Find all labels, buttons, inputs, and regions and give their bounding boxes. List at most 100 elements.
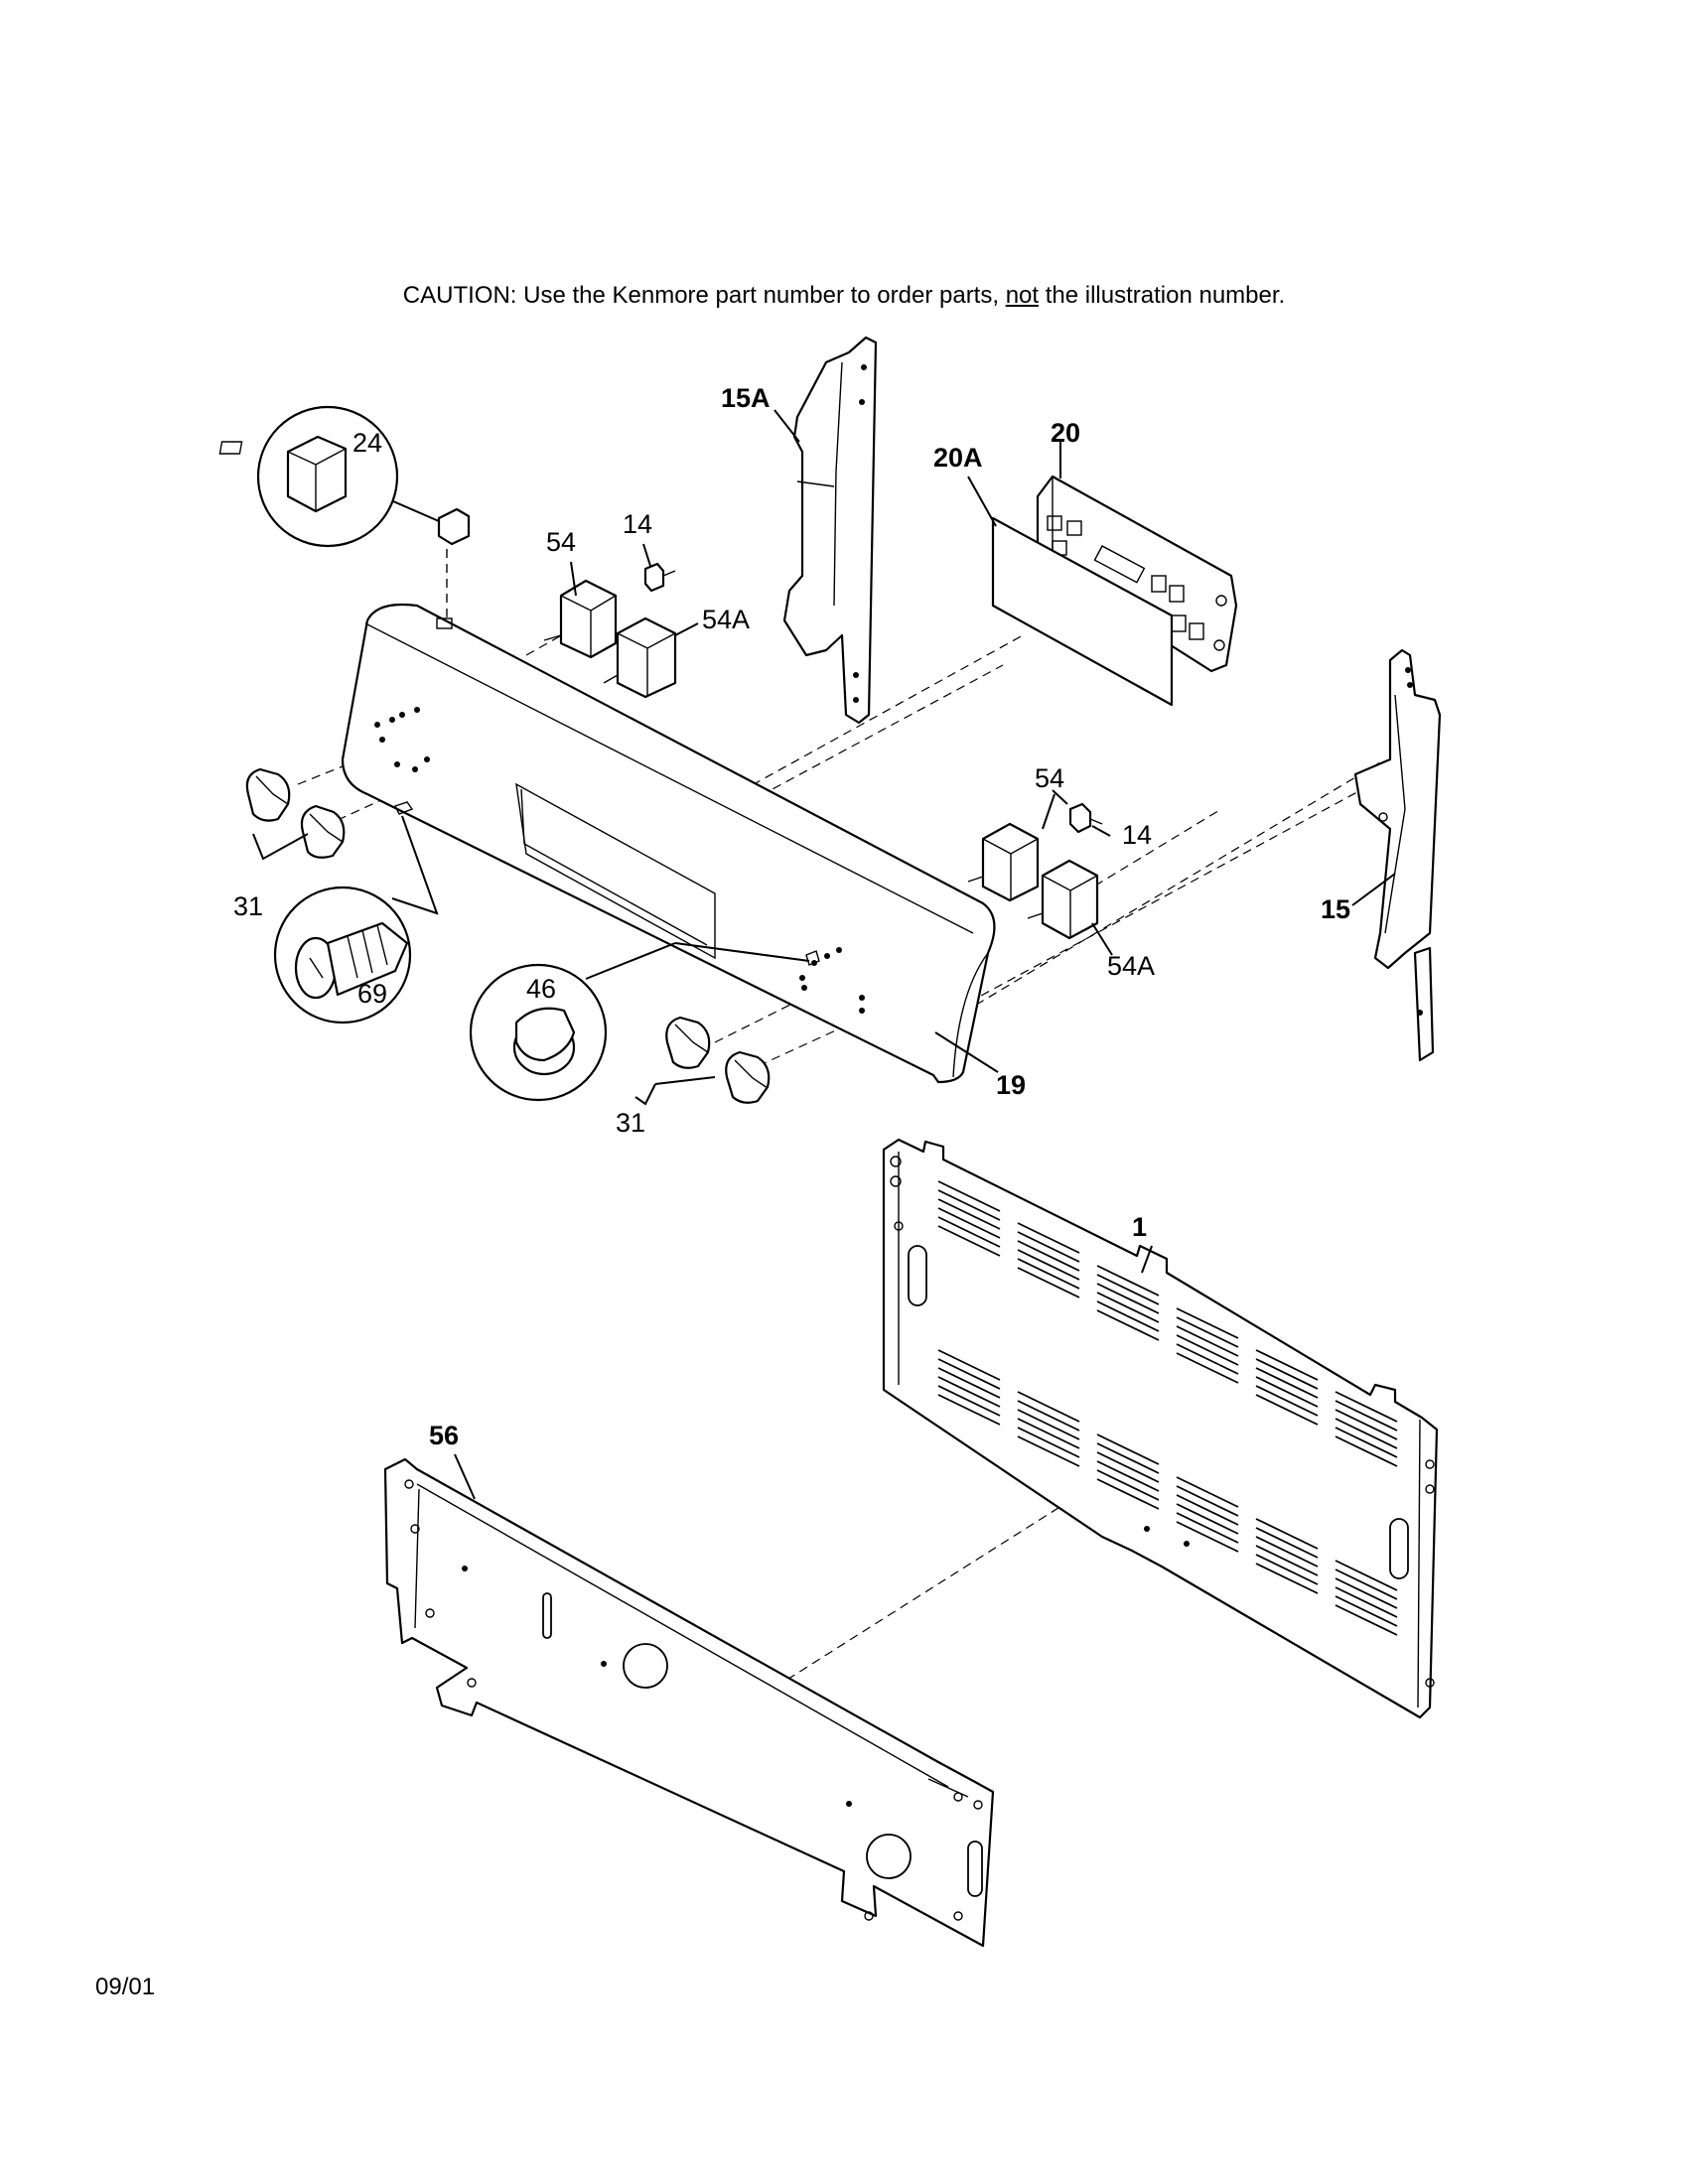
vent-slot: [1176, 1503, 1239, 1535]
vent-slot: [1096, 1300, 1160, 1332]
vent-slot: [937, 1207, 1001, 1239]
vent-slot: [1255, 1394, 1319, 1426]
knob-bottom-left: [665, 1016, 711, 1069]
vent-slot: [1176, 1485, 1239, 1517]
vent-slot: [1096, 1478, 1160, 1510]
vent-slot: [1176, 1521, 1239, 1553]
vent-slot: [937, 1358, 1001, 1390]
vent-slot: [1096, 1283, 1160, 1314]
vent-slot: [1255, 1349, 1319, 1381]
vent-slot: [1176, 1512, 1239, 1544]
callout-31-bottom: 31: [616, 1108, 645, 1138]
rear-vented-panel: [882, 1138, 1439, 1719]
vent-slot: [1335, 1409, 1398, 1440]
callout-54-top: 54: [546, 527, 576, 557]
vent-slot: [1335, 1577, 1398, 1609]
vent-slot: [937, 1180, 1001, 1212]
callout-15: 15: [1321, 894, 1350, 924]
vent-slot: [1335, 1569, 1398, 1600]
callout-15A: 15A: [721, 383, 771, 413]
overlay-film: [991, 516, 1174, 707]
vent-slot: [1017, 1391, 1080, 1423]
vent-slot: [1176, 1352, 1239, 1384]
vent-slot: [1255, 1385, 1319, 1417]
callout-leaders: [454, 409, 1396, 1500]
callout-20: 20: [1051, 418, 1080, 448]
vent-slot: [1176, 1494, 1239, 1526]
vent-slot: [1335, 1595, 1398, 1627]
vent-slot: [1176, 1325, 1239, 1357]
vent-slot: [1096, 1433, 1160, 1465]
vent-slot: [1096, 1292, 1160, 1323]
plug-button-detail-circle: [469, 942, 820, 1102]
vent-slot: [937, 1376, 1001, 1408]
date-code: 09/01: [95, 1974, 156, 2000]
callout-labels: 15A 24 20 20A 54 14 54A 31 69 46 54 14 5…: [233, 383, 1350, 1450]
vent-slot: [1096, 1265, 1160, 1297]
callout-69: 69: [357, 979, 387, 1009]
vent-slot: [1096, 1274, 1160, 1305]
vent-slot: [1255, 1527, 1319, 1559]
vent-slot: [1017, 1249, 1080, 1281]
side-trim-left: [782, 336, 878, 725]
vent-slot: [1255, 1545, 1319, 1576]
vent-slot: [1335, 1400, 1398, 1432]
vent-slot: [1017, 1267, 1080, 1298]
knob-left-upper: [245, 767, 291, 822]
vent-slot: [1096, 1451, 1160, 1483]
vent-slot: [1335, 1560, 1398, 1591]
caution-note: CAUTION: Use the Kenmore part number to …: [0, 282, 1688, 310]
caution-underlined: not: [1005, 282, 1040, 309]
lower-rear-panel: [383, 1457, 995, 1948]
vent-slot: [1176, 1334, 1239, 1366]
side-trim-right: [1353, 648, 1442, 1062]
knob-bottom-right: [725, 1050, 771, 1104]
vent-slot: [1335, 1435, 1398, 1467]
callout-54A-top: 54A: [702, 605, 750, 634]
caution-prefix: CAUTION: Use the Kenmore part number to …: [402, 282, 1006, 309]
vent-slot: [937, 1216, 1001, 1248]
callout-19: 19: [996, 1070, 1026, 1100]
vent-slot: [1176, 1476, 1239, 1508]
callout-46: 46: [526, 974, 556, 1004]
vent-slot: [1255, 1563, 1319, 1594]
vent-slot: [1176, 1316, 1239, 1348]
vent-slot: [937, 1349, 1001, 1381]
infinite-switch-top: [543, 562, 677, 699]
vent-slot: [1176, 1343, 1239, 1375]
vent-slot: [1017, 1258, 1080, 1290]
knob-left-lower: [300, 804, 346, 859]
vent-slot: [1017, 1427, 1080, 1458]
vent-slot: [1017, 1231, 1080, 1263]
vent-slot: [1335, 1391, 1398, 1423]
vent-slot: [937, 1385, 1001, 1417]
screw-detail-circle: [273, 801, 439, 1024]
vent-slot: [937, 1367, 1001, 1399]
vent-slot: [1255, 1518, 1319, 1550]
callout-20A: 20A: [933, 443, 983, 473]
vent-slot: [1017, 1400, 1080, 1432]
vent-slot: [1017, 1222, 1080, 1254]
electronic-control-board: [1036, 475, 1238, 673]
callout-54A-right: 54A: [1107, 951, 1155, 981]
vent-slot: [1096, 1309, 1160, 1341]
vent-slot: [1096, 1469, 1160, 1501]
vent-slot: [1176, 1307, 1239, 1339]
switch-detail-circle: [218, 405, 471, 548]
callout-14-top: 14: [623, 509, 652, 539]
vent-slot: [937, 1189, 1001, 1221]
vent-slot: [937, 1394, 1001, 1426]
vent-slot: [1335, 1604, 1398, 1636]
control-panel-backguard: [341, 603, 999, 1084]
callout-14-right: 14: [1122, 820, 1152, 850]
vent-slot: [1335, 1418, 1398, 1449]
vent-slot: [1017, 1240, 1080, 1272]
callout-24: 24: [352, 428, 382, 458]
vent-slot: [1017, 1435, 1080, 1467]
caution-suffix: the illustration number.: [1039, 282, 1286, 309]
vent-slot: [1335, 1427, 1398, 1458]
vent-slot: [1255, 1376, 1319, 1408]
vent-slot: [1335, 1586, 1398, 1618]
infinite-switch-right: [967, 789, 1103, 940]
callout-1: 1: [1132, 1212, 1147, 1242]
